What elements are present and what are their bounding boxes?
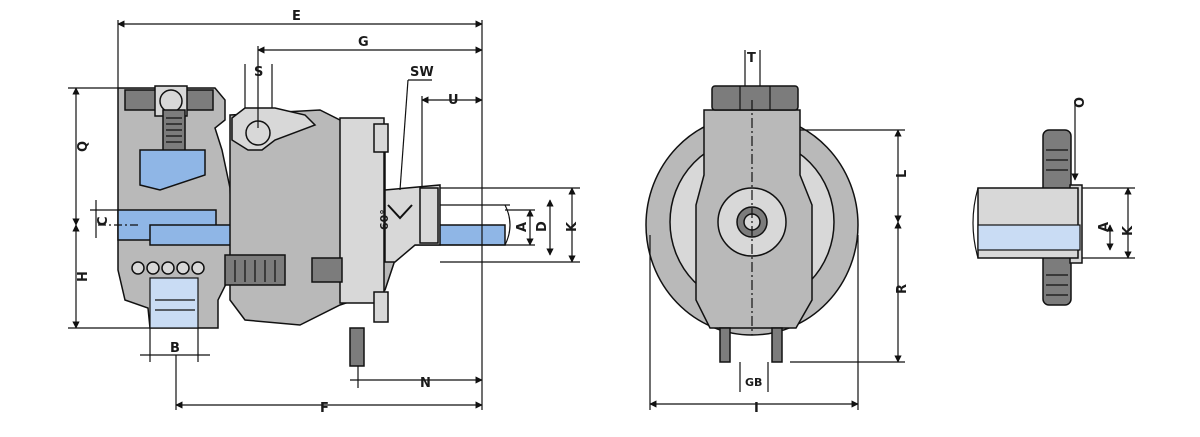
- dim-A-detail: A: [1097, 222, 1112, 232]
- front-drain-left: [719, 327, 731, 363]
- cone-60: [387, 204, 413, 220]
- side-section-view: 60° E G S SW U Q C H: [68, 9, 580, 416]
- right-bolt-bottom: [373, 291, 389, 323]
- dim-H: H: [76, 271, 91, 282]
- right-bolt-top: [373, 123, 389, 153]
- dim-S: S: [254, 65, 263, 80]
- dim-GB: GB: [745, 376, 762, 389]
- spring-housing: [162, 109, 186, 153]
- drain-port: [349, 327, 365, 367]
- bearing-balls: [131, 261, 205, 275]
- outlet-tube-outline: [440, 204, 510, 246]
- detail-bore: [977, 224, 1081, 251]
- dim-D: D: [535, 221, 550, 232]
- seal-ring-upper: [139, 149, 206, 191]
- dim-T: T: [747, 51, 756, 66]
- dim-K-detail: K: [1121, 225, 1136, 236]
- dim-U: U: [448, 93, 459, 108]
- dim-G: G: [358, 35, 369, 50]
- angle-label: 60°: [378, 209, 391, 230]
- dim-O: O: [1073, 97, 1088, 108]
- dim-I: I: [754, 401, 759, 416]
- bottom-port: [149, 277, 199, 329]
- dim-F: F: [320, 401, 329, 416]
- dim-C: C: [96, 216, 111, 226]
- dim-E: E: [292, 9, 301, 24]
- dim-A: A: [515, 222, 530, 232]
- dim-Q: Q: [76, 141, 91, 152]
- rotor-seal-right: [311, 257, 343, 283]
- front-hex-nut: [711, 85, 799, 111]
- dim-K: K: [565, 221, 580, 232]
- front-view: T L R GB I: [645, 50, 910, 416]
- dim-L: L: [895, 170, 910, 178]
- dim-R: R: [895, 284, 910, 294]
- outlet-detail-view: O A K: [972, 97, 1136, 306]
- top-port-bolt: [159, 89, 183, 113]
- dim-N: N: [420, 376, 431, 391]
- outlet-nut: [419, 187, 439, 244]
- dim-SW: SW: [410, 65, 434, 80]
- dim-B: B: [170, 341, 180, 356]
- front-drain-right: [771, 327, 783, 363]
